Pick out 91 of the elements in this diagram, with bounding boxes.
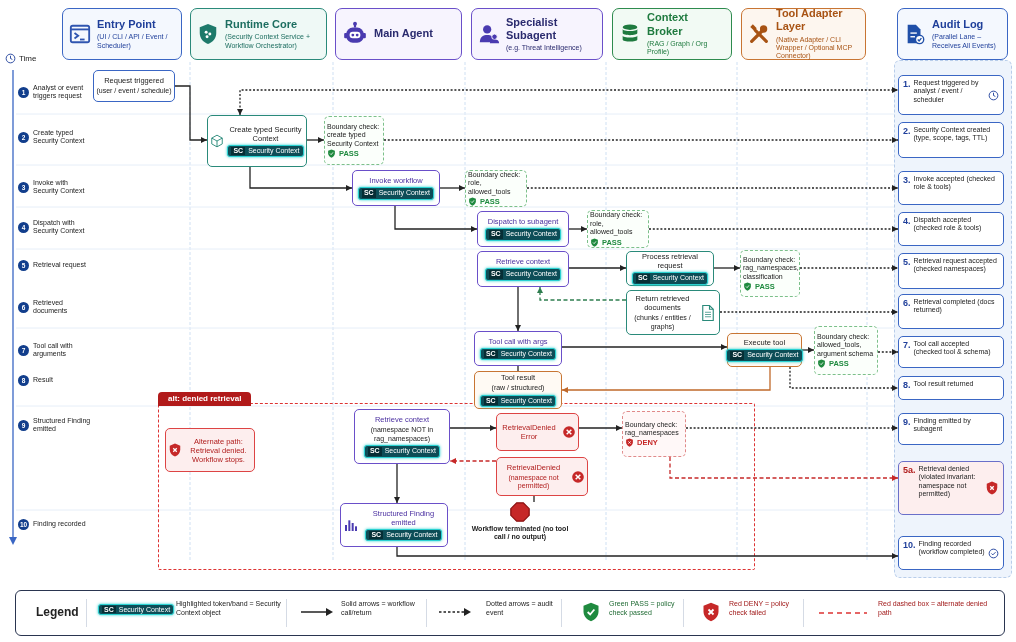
lane-header — [190, 8, 327, 60]
arrow — [394, 463, 400, 504]
dashed-arrow — [449, 458, 497, 464]
arrow — [396, 546, 899, 559]
dashed-arrow — [685, 425, 899, 431]
boundary-check-box — [587, 210, 649, 248]
audit-event-box — [898, 253, 1004, 289]
audit-number: 4. — [903, 216, 911, 227]
process-box — [352, 170, 440, 206]
lane-header — [612, 8, 732, 60]
audit-number: 7. — [903, 340, 911, 351]
axis-label: Time — [19, 54, 37, 63]
dashed-arrow — [719, 309, 899, 315]
double-arrow — [237, 87, 899, 116]
audit-event-box — [898, 376, 1004, 400]
lane-header — [897, 8, 1008, 60]
process-box — [93, 70, 175, 102]
audit-number: 10. — [903, 540, 916, 551]
audit-event-box — [898, 171, 1004, 205]
arrow — [515, 286, 521, 332]
audit-event-box — [898, 294, 1004, 329]
arrow — [713, 265, 741, 271]
dashed-arrow — [799, 265, 899, 271]
process-box — [477, 211, 569, 247]
lane-header — [335, 8, 462, 60]
lane-header — [62, 8, 182, 60]
process-box — [207, 115, 307, 167]
connector-line — [517, 365, 519, 372]
lane-title: Context Broker — [647, 11, 689, 38]
process-box — [474, 331, 562, 366]
process-box — [477, 251, 569, 287]
arrow — [568, 265, 627, 271]
arrow — [578, 425, 623, 431]
arrow — [306, 137, 325, 143]
boundary-check-box — [465, 170, 527, 207]
error-box — [165, 428, 255, 472]
audit-event-box — [898, 212, 1004, 246]
arrow — [561, 344, 728, 350]
process-box — [727, 333, 802, 367]
audit-number: 6. — [903, 298, 911, 309]
lane-title: Specialist Subagent — [506, 15, 559, 42]
audit-number: 1. — [903, 79, 911, 90]
boundary-check-box — [622, 411, 686, 457]
arrow — [439, 185, 466, 191]
legend-title: Legend — [36, 605, 79, 619]
lane-title: Main Agent — [374, 27, 433, 41]
process-box — [626, 290, 720, 335]
lane-title: Tool Adapter Layer — [776, 7, 844, 34]
boundary-check-box — [324, 116, 384, 165]
error-box — [496, 457, 588, 496]
arrow — [568, 226, 588, 232]
dashed-arrow — [383, 137, 899, 143]
lane-header — [741, 8, 866, 60]
process-box — [340, 503, 448, 547]
arrow — [394, 205, 478, 232]
lane-title: Entry Point — [97, 18, 156, 32]
dashed-arrow — [526, 185, 899, 191]
boundary-check-box — [814, 326, 878, 375]
lane-title: Audit Log — [932, 18, 984, 32]
audit-event-box — [898, 413, 1004, 445]
dashed-arrow — [789, 366, 899, 391]
process-box — [626, 251, 714, 286]
alt-frame-title: alt: denied retrieval — [158, 392, 252, 406]
arrow — [561, 366, 771, 393]
connector-line — [533, 495, 535, 503]
arrow — [801, 347, 815, 353]
audit-number: 5a. — [903, 465, 916, 476]
boundary-check-box — [740, 250, 800, 297]
audit-event-box — [898, 122, 1004, 158]
arrow — [174, 85, 208, 143]
dashed-arrow — [669, 456, 899, 481]
audit-event-box — [898, 75, 1004, 115]
arrow — [249, 166, 353, 191]
alt-frame — [158, 392, 755, 570]
dashed-arrow — [877, 349, 899, 355]
audit-event-box — [898, 336, 1004, 368]
arrow — [449, 425, 497, 431]
audit-number: 8. — [903, 380, 911, 391]
dashed-arrow — [537, 286, 627, 301]
lane-title: Runtime Core — [225, 18, 298, 32]
audit-event-box — [898, 461, 1004, 515]
audit-number: 2. — [903, 126, 911, 137]
process-box — [474, 371, 562, 409]
dashed-arrow — [648, 226, 899, 232]
audit-event-box — [898, 536, 1004, 570]
audit-number: 9. — [903, 417, 911, 428]
error-box — [496, 413, 579, 451]
lane-header — [471, 8, 603, 60]
audit-number: 5. — [903, 257, 911, 268]
process-box — [354, 409, 450, 464]
audit-number: 3. — [903, 175, 911, 186]
